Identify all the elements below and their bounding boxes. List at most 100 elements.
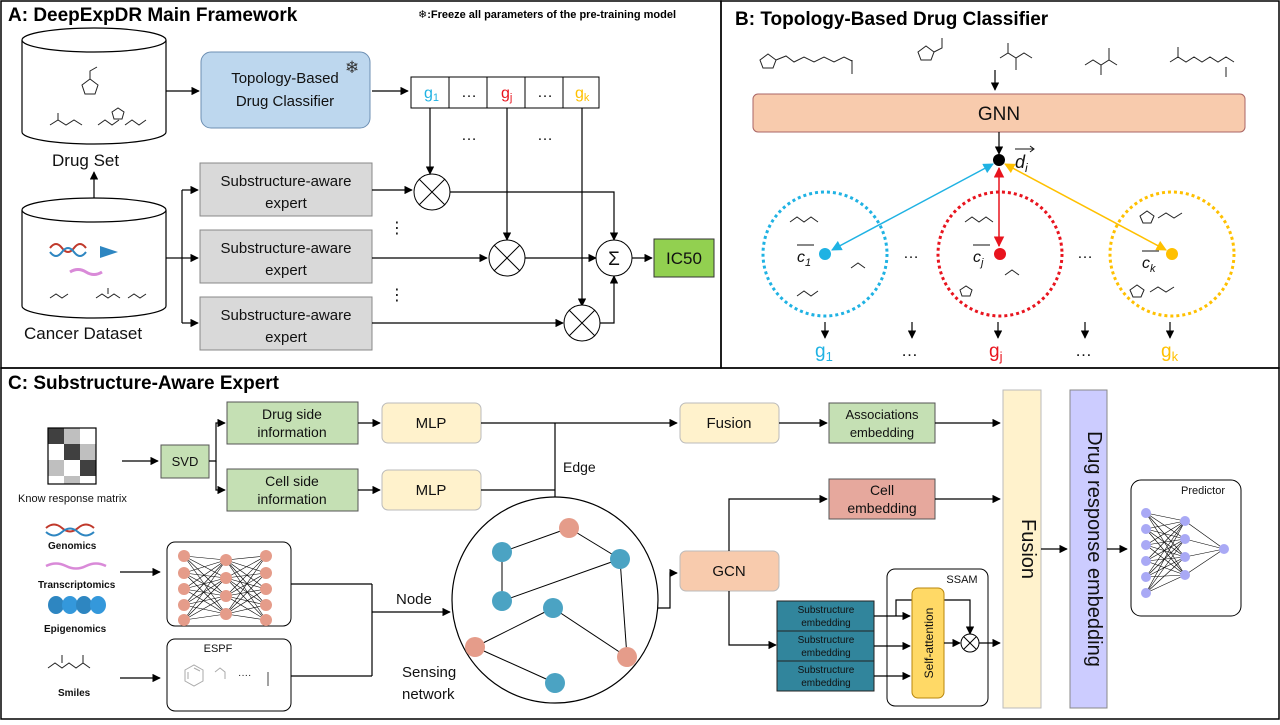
- node-label: Node: [396, 591, 432, 608]
- network-node: [260, 583, 272, 595]
- gcn-box[interactable]: GCN: [679, 550, 780, 592]
- network-node: [1141, 588, 1151, 598]
- svg-text:Transcriptomics: Transcriptomics: [38, 580, 116, 591]
- network-node: [1141, 572, 1151, 582]
- benzene-icon: [184, 664, 204, 687]
- drug-embedding-point: [993, 154, 1005, 166]
- svg-text:…: …: [461, 84, 477, 101]
- espf-box: ESPF ····: [166, 638, 292, 712]
- svg-text:…: …: [901, 341, 918, 360]
- network-node: [220, 608, 232, 620]
- svg-text:information: information: [257, 424, 326, 440]
- svg-text:Associations: Associations: [846, 407, 919, 422]
- svg-text:Substructure-aware: Substructure-aware: [221, 307, 352, 324]
- cell-embedding-box[interactable]: Cell embedding: [828, 478, 936, 520]
- svg-text:Cell: Cell: [870, 482, 894, 498]
- cluster-j: [936, 190, 1064, 318]
- network-node: [178, 614, 190, 626]
- substructure-embedding-1[interactable]: Substructure embedding: [776, 600, 875, 632]
- multiply-node-1: [413, 173, 451, 211]
- network-node: [1180, 534, 1190, 544]
- multiply-node-3: [563, 304, 601, 342]
- snowflake-icon: ❄: [345, 58, 359, 77]
- mlp-box-drug[interactable]: MLP: [381, 402, 482, 444]
- svg-text:Drug side: Drug side: [262, 406, 322, 422]
- network-node: [220, 572, 232, 584]
- mlp-box-cell[interactable]: MLP: [381, 469, 482, 511]
- svg-text:Topology-Based: Topology-Based: [231, 70, 339, 87]
- fusion-box-large[interactable]: Fusion: [1002, 389, 1042, 709]
- network-node: [260, 550, 272, 562]
- svg-text:MLP: MLP: [416, 482, 447, 499]
- svg-text:Self-attention: Self-attention: [922, 608, 936, 679]
- fusion-box-small[interactable]: Fusion: [679, 402, 780, 444]
- sensing-network-label-2: network: [402, 686, 455, 703]
- gnn-box[interactable]: GNN: [752, 93, 1246, 133]
- network-node: [260, 599, 272, 611]
- ic50-output-box[interactable]: IC50: [653, 238, 715, 278]
- cell-side-info-box[interactable]: Cell side information: [226, 468, 359, 512]
- network-node: [1180, 570, 1190, 580]
- drug-side-info-box[interactable]: Drug side information: [226, 401, 359, 445]
- associations-embedding-box[interactable]: Associations embedding: [828, 402, 936, 444]
- epigenomics-icon: [48, 596, 106, 614]
- network-node: [220, 590, 232, 602]
- response-matrix-label: Know response matrix: [18, 493, 127, 505]
- svd-box[interactable]: SVD: [160, 444, 210, 479]
- svg-text:embedding: embedding: [847, 500, 916, 516]
- svg-text:embedding: embedding: [801, 618, 850, 629]
- topology-classifier-box[interactable]: [200, 51, 371, 129]
- svg-text:Substructure: Substructure: [798, 635, 855, 646]
- svg-text:…: …: [537, 84, 553, 101]
- substructure-embedding-2[interactable]: Substructure embedding: [776, 630, 875, 662]
- svg-text:Fusion: Fusion: [1017, 519, 1039, 579]
- svg-text:embedding: embedding: [850, 425, 914, 440]
- centroid-k: [1166, 248, 1178, 260]
- network-node: [1180, 552, 1190, 562]
- svg-text:Smiles: Smiles: [58, 688, 91, 699]
- svg-text:…: …: [903, 245, 919, 262]
- expert-box-2[interactable]: Substructure-aware expert: [199, 229, 373, 284]
- drug-set-cylinder: [21, 27, 167, 145]
- network-node: [1219, 544, 1229, 554]
- svg-text:MLP: MLP: [416, 415, 447, 432]
- svg-text:cj: cj: [973, 249, 984, 269]
- genomics-icon: [45, 523, 95, 537]
- panel-c-border: [0, 367, 1280, 720]
- svg-text:ESPF: ESPF: [204, 643, 233, 655]
- network-node: [1141, 556, 1151, 566]
- svg-text:expert: expert: [265, 195, 308, 212]
- svg-text:gj: gj: [501, 85, 512, 104]
- network-node: [260, 614, 272, 626]
- edge-label: Edge: [563, 459, 596, 475]
- svg-text:Substructure-aware: Substructure-aware: [221, 240, 352, 257]
- svg-text:Fusion: Fusion: [706, 415, 751, 432]
- sensing-network-label-1: Sensing: [402, 664, 456, 681]
- drug-response-embedding-box[interactable]: Drug response embedding: [1069, 389, 1108, 709]
- network-node: [1141, 508, 1151, 518]
- svg-text:Epigenomics: Epigenomics: [44, 624, 107, 635]
- svg-text:di: di: [1015, 152, 1028, 175]
- svg-text:Drug response embedding: Drug response embedding: [1083, 431, 1105, 667]
- centroid-1-label: c1: [797, 244, 814, 269]
- output-g1: g1: [815, 341, 833, 364]
- substructure-embedding-3[interactable]: Substructure embedding: [776, 660, 875, 692]
- transcriptomics-icon: [45, 562, 107, 570]
- output-gj: gj: [989, 341, 1003, 364]
- svg-text:GNN: GNN: [978, 104, 1020, 125]
- expert-box-3[interactable]: Substructure-aware expert: [199, 296, 373, 351]
- svg-text:…: …: [461, 127, 477, 144]
- cluster-molecules-icon: [789, 210, 1183, 298]
- svg-text:Substructure-aware: Substructure-aware: [221, 173, 352, 190]
- expert-box-1[interactable]: Substructure-aware expert: [199, 162, 373, 217]
- predictor-network: Predictor: [1130, 479, 1242, 617]
- freeze-note: ❄:Freeze all parameters of the pre-train…: [418, 9, 676, 21]
- centroid-1: [819, 248, 831, 260]
- network-node: [178, 550, 190, 562]
- output-gk: gk: [1161, 341, 1179, 364]
- g-vector: g1 … gj … gk: [410, 76, 600, 109]
- self-attention-box[interactable]: Self-attention: [911, 587, 945, 699]
- svg-text:Substructure: Substructure: [798, 605, 855, 616]
- omics-encoder-network: [166, 541, 292, 627]
